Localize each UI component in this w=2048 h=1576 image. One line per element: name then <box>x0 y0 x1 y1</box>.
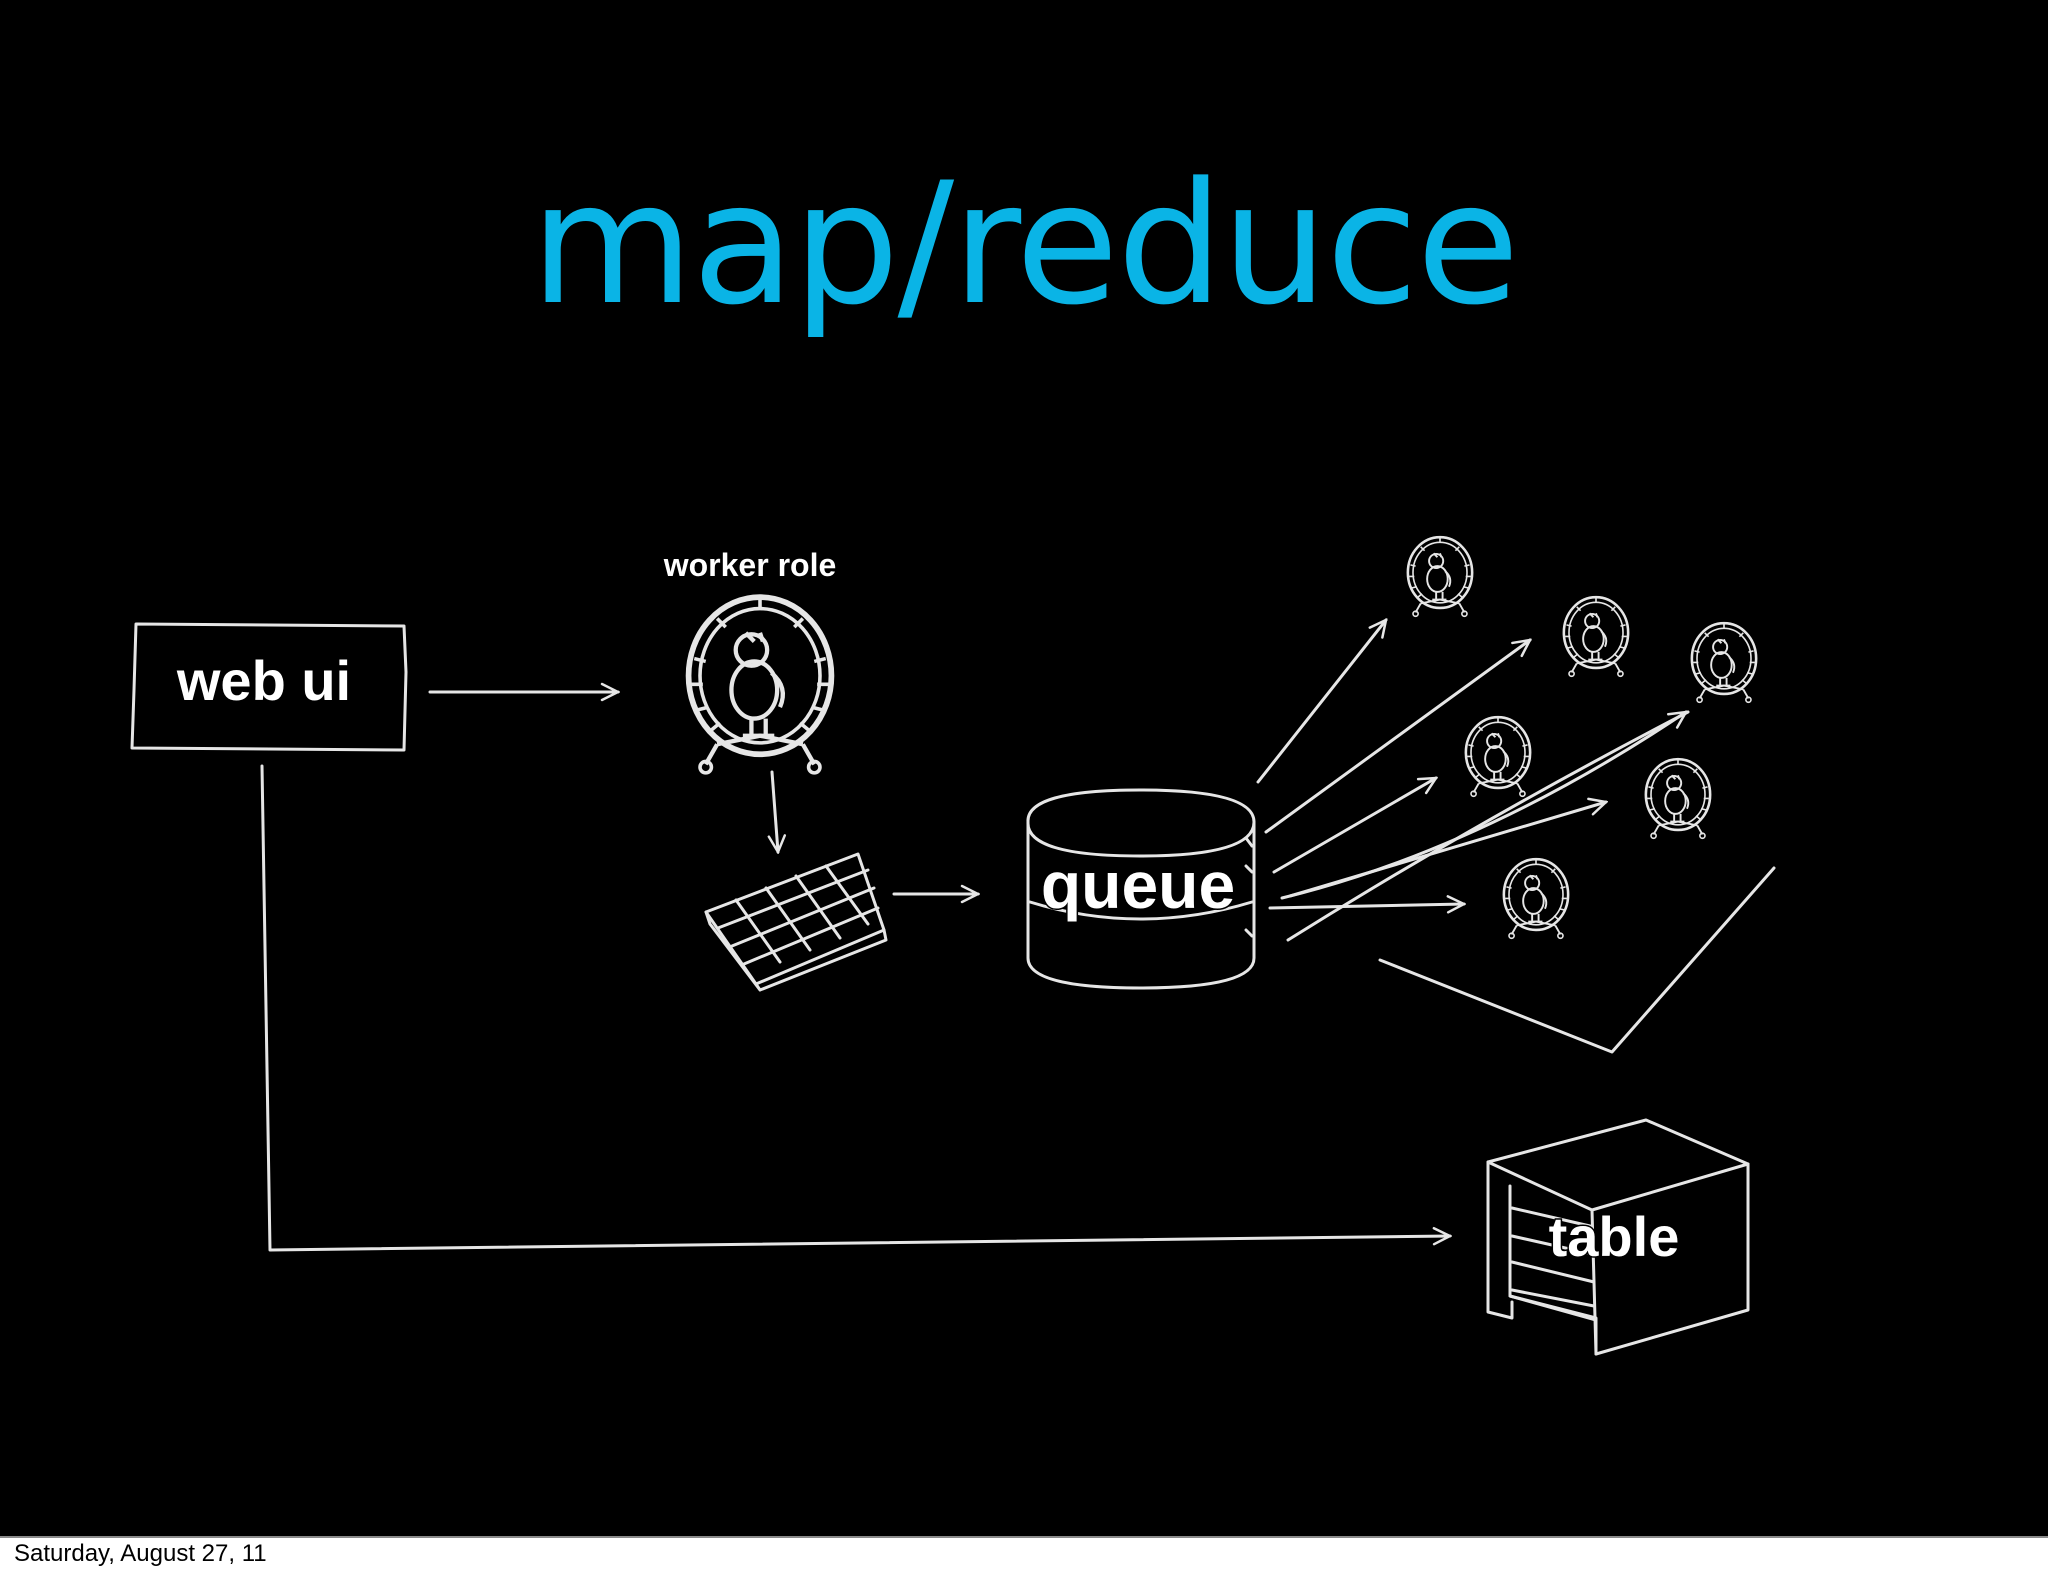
queue-node: queue <box>1026 788 1256 990</box>
web-ui-node: web ui <box>130 622 408 752</box>
arrow-queue-to-worker-4 <box>1280 712 1686 900</box>
arrow-queue-to-worker-1 <box>1256 620 1386 784</box>
queue-label: queue <box>1041 848 1235 922</box>
worker-hamster-wheel-icon <box>1562 595 1630 678</box>
arrow-queue-to-worker-2 <box>1264 640 1530 834</box>
web-ui-label: web ui <box>176 649 351 712</box>
footer-divider <box>0 1536 2048 1538</box>
arrow-queue-to-worker-6 <box>1268 904 1464 908</box>
worker-hamster-wheel-icon <box>689 597 832 773</box>
worker-hamster-wheel-icon <box>1690 621 1758 704</box>
slide: map/reduce web ui <box>0 0 2048 1536</box>
web-ui-box <box>130 622 408 752</box>
arrow-queue-to-worker-3 <box>1272 776 1436 874</box>
worker-role-node: worker role <box>663 547 837 773</box>
arrow-queue-to-worker-5 <box>1288 802 1606 898</box>
arrow-webui-to-table <box>260 764 1450 1252</box>
worker-role-label: worker role <box>663 547 837 583</box>
table-label: table <box>1549 1205 1680 1268</box>
worker-pool-platform <box>1378 866 1776 1054</box>
worker-hamster-wheel-icon <box>1406 535 1474 618</box>
slide-title: map/reduce <box>530 146 1519 342</box>
worker-hamster-wheel-icon <box>1464 715 1532 798</box>
footer-date: Saturday, August 27, 11 <box>14 1540 267 1567</box>
arrow-worker-to-grid <box>772 770 778 852</box>
worker-hamster-wheel-icon <box>1502 857 1570 940</box>
worker-hamster-wheel-icon <box>1644 757 1712 840</box>
map-reduce-diagram: web ui worker role queue <box>130 535 1776 1356</box>
table-node: table <box>1486 1118 1750 1356</box>
data-grid-icon <box>704 852 888 992</box>
